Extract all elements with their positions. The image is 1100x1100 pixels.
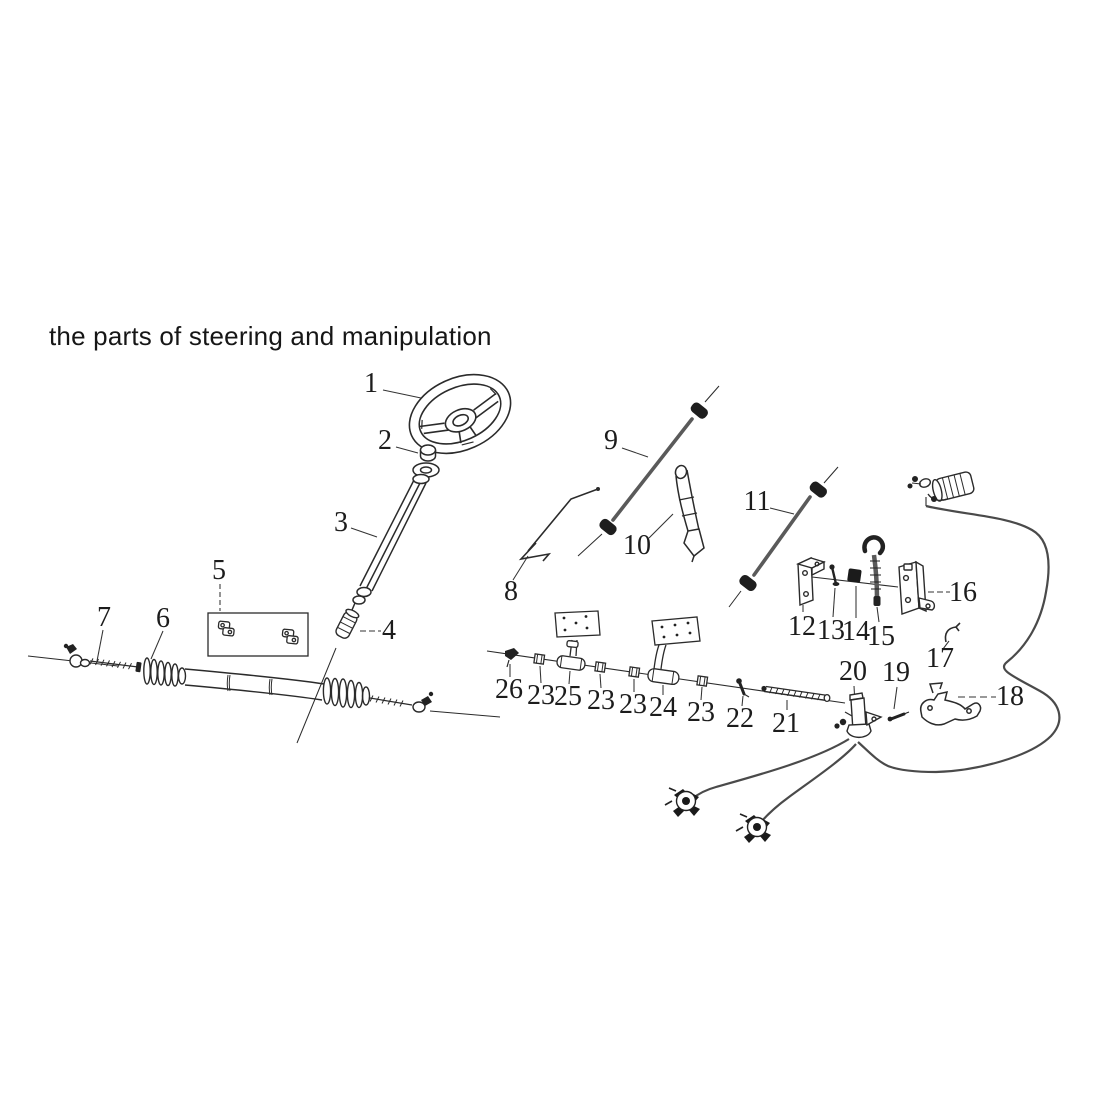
- cotter-pin-drawing: [944, 622, 961, 643]
- shift-lever-drawing: [674, 464, 705, 563]
- brake-cable-left-drawing: [691, 738, 850, 800]
- cable-9-drawing: [577, 385, 720, 557]
- hub-nut-drawing: [419, 444, 437, 462]
- linkage-rod-drawing: [518, 487, 600, 562]
- pin-19-drawing: [887, 711, 910, 722]
- cable-bracket-20-drawing: [834, 692, 883, 739]
- clamp-kit-drawing: [207, 612, 309, 657]
- throttle-unit-drawing: [907, 471, 975, 506]
- brake-caliper-left: [664, 787, 701, 818]
- bracket-assembly-drawing: [795, 535, 936, 615]
- steering-rack-drawing: [27, 643, 501, 744]
- leader-lines: [96, 389, 996, 710]
- brake-cable-right-drawing: [760, 743, 857, 823]
- mount-bracket-18-drawing: [919, 682, 982, 726]
- steering-wheel-drawing: [408, 373, 512, 455]
- diagram-title: the parts of steering and manipulation: [49, 321, 492, 351]
- shaft-coupler-drawing: [335, 608, 360, 639]
- cable-11-drawing: [728, 466, 839, 608]
- control-cable-drawing: [857, 504, 1061, 774]
- pedal-rod-drawing: [486, 610, 846, 704]
- steering-column-drawing: [351, 462, 440, 611]
